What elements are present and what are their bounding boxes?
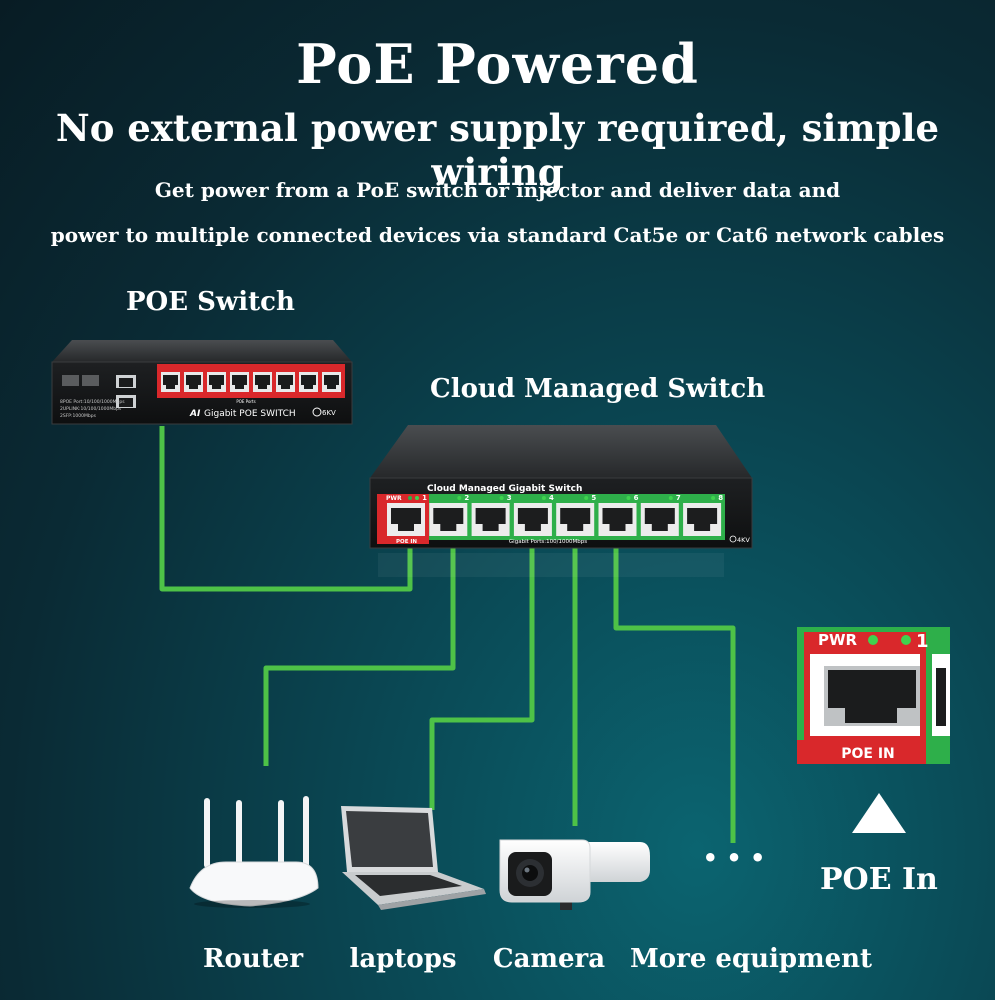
more-equipment-dots: • • •: [703, 844, 766, 872]
port-led: [711, 496, 716, 500]
poe-switch-label: POE Switch: [126, 287, 295, 317]
surge-icon: [729, 535, 737, 543]
port-number: 6: [634, 494, 639, 502]
laptop-icon: [341, 806, 486, 910]
port-number: 4: [549, 494, 554, 502]
poe-in-caption: POE In: [820, 862, 938, 897]
port-led: [668, 496, 673, 500]
cloud-switch-port: [513, 503, 552, 536]
cloud-switch-poe-in: POE IN: [396, 539, 417, 545]
port-number: 3: [507, 494, 512, 502]
ai-badge: AI: [189, 409, 201, 419]
poe-switch-port: [161, 372, 180, 392]
detail-poe-in-label: POE IN: [841, 746, 895, 762]
cloud-switch-port: [640, 503, 679, 536]
cable-port-2-to-router: [263, 520, 456, 766]
description-line-1: Get power from a PoE switch or injector …: [154, 178, 841, 202]
poe-switch-spec-2: 2UPLINK:10/100/1000Mbps: [60, 406, 122, 412]
poe-switch-port: [276, 372, 295, 392]
cables: [159, 426, 736, 843]
page-title: PoE Powered: [296, 32, 699, 96]
port-number: 2: [464, 494, 469, 502]
port-number: 8: [718, 494, 723, 502]
detail-pwr-label: PWR: [818, 631, 858, 649]
port-led: [541, 496, 546, 500]
port-number: 7: [676, 494, 681, 502]
detail-led-2: [901, 635, 911, 645]
more-equipment-label: More equipment: [630, 944, 873, 974]
poe-ports-label: POE Ports: [236, 399, 255, 404]
cloud-switch-top-text: Cloud Managed Gigabit Switch: [427, 484, 582, 494]
router-icon: [189, 796, 319, 908]
port-led: [415, 496, 419, 500]
detail-led-1: [868, 635, 878, 645]
cloud-switch-port: [556, 503, 595, 536]
detail-port-number: 1: [916, 631, 929, 652]
poe-switch-spec-3: 2SFP:1000Mbps: [60, 413, 97, 419]
poe-switch-port: [322, 372, 341, 392]
surge-icon: [312, 407, 322, 417]
cloud-switch-surge: 4KV: [737, 536, 750, 544]
port-number: 5: [591, 494, 596, 502]
poe-switch-front-text: Gigabit POE SWITCH: [204, 409, 296, 419]
cloud-managed-switch: Cloud Managed Gigabit Switch PWR 1 2 3 4 5 6 7…: [369, 425, 753, 577]
cloud-switch-bottom-text: Gigabit Ports:100/1000Mbps: [509, 539, 587, 545]
cable-port-6-to-more-equipment: [613, 520, 736, 843]
port-led: [584, 496, 589, 500]
poe-switch-port: [184, 372, 203, 392]
poe-switch-surge: 6KV: [322, 409, 336, 417]
port-led: [457, 496, 462, 500]
port-number: 1: [422, 494, 427, 502]
description-line-2: power to multiple connected devices via …: [50, 223, 945, 247]
up-arrow-icon: [852, 793, 906, 833]
cloud-switch-port: [429, 503, 468, 536]
cloud-switch-port: [683, 503, 722, 536]
cloud-switch-pwr-label: PWR: [386, 495, 402, 502]
poe-switch-port: [299, 372, 318, 392]
camera-icon: [499, 839, 650, 910]
cloud-switch-port: [598, 503, 637, 536]
cable-poe-switch-to-port-1: [159, 426, 413, 592]
cable-port-4-to-laptops: [429, 520, 535, 810]
pwr-led: [408, 496, 412, 500]
cloud-switch-port: [387, 503, 425, 536]
cloud-switch-port: [471, 503, 510, 536]
port-led: [499, 496, 504, 500]
port-led: [626, 496, 631, 500]
poe-in-detail: PWR 1 POE IN: [797, 627, 950, 764]
poe-switch-port: [230, 372, 249, 392]
poe-switch-spec-1: 8POE Port:10/100/1000Mbps: [60, 399, 125, 405]
poe-switch-port: [253, 372, 272, 392]
laptops-label: laptops: [349, 944, 457, 974]
poe-switch-port: [207, 372, 226, 392]
poe-switch: 8POE Port:10/100/1000Mbps 2UPLINK:10/100…: [51, 340, 353, 425]
page-subtitle: No external power supply required, simpl…: [55, 106, 940, 194]
cloud-switch-label: Cloud Managed Switch: [430, 374, 766, 404]
camera-label: Camera: [492, 944, 606, 974]
router-label: Router: [202, 944, 304, 974]
